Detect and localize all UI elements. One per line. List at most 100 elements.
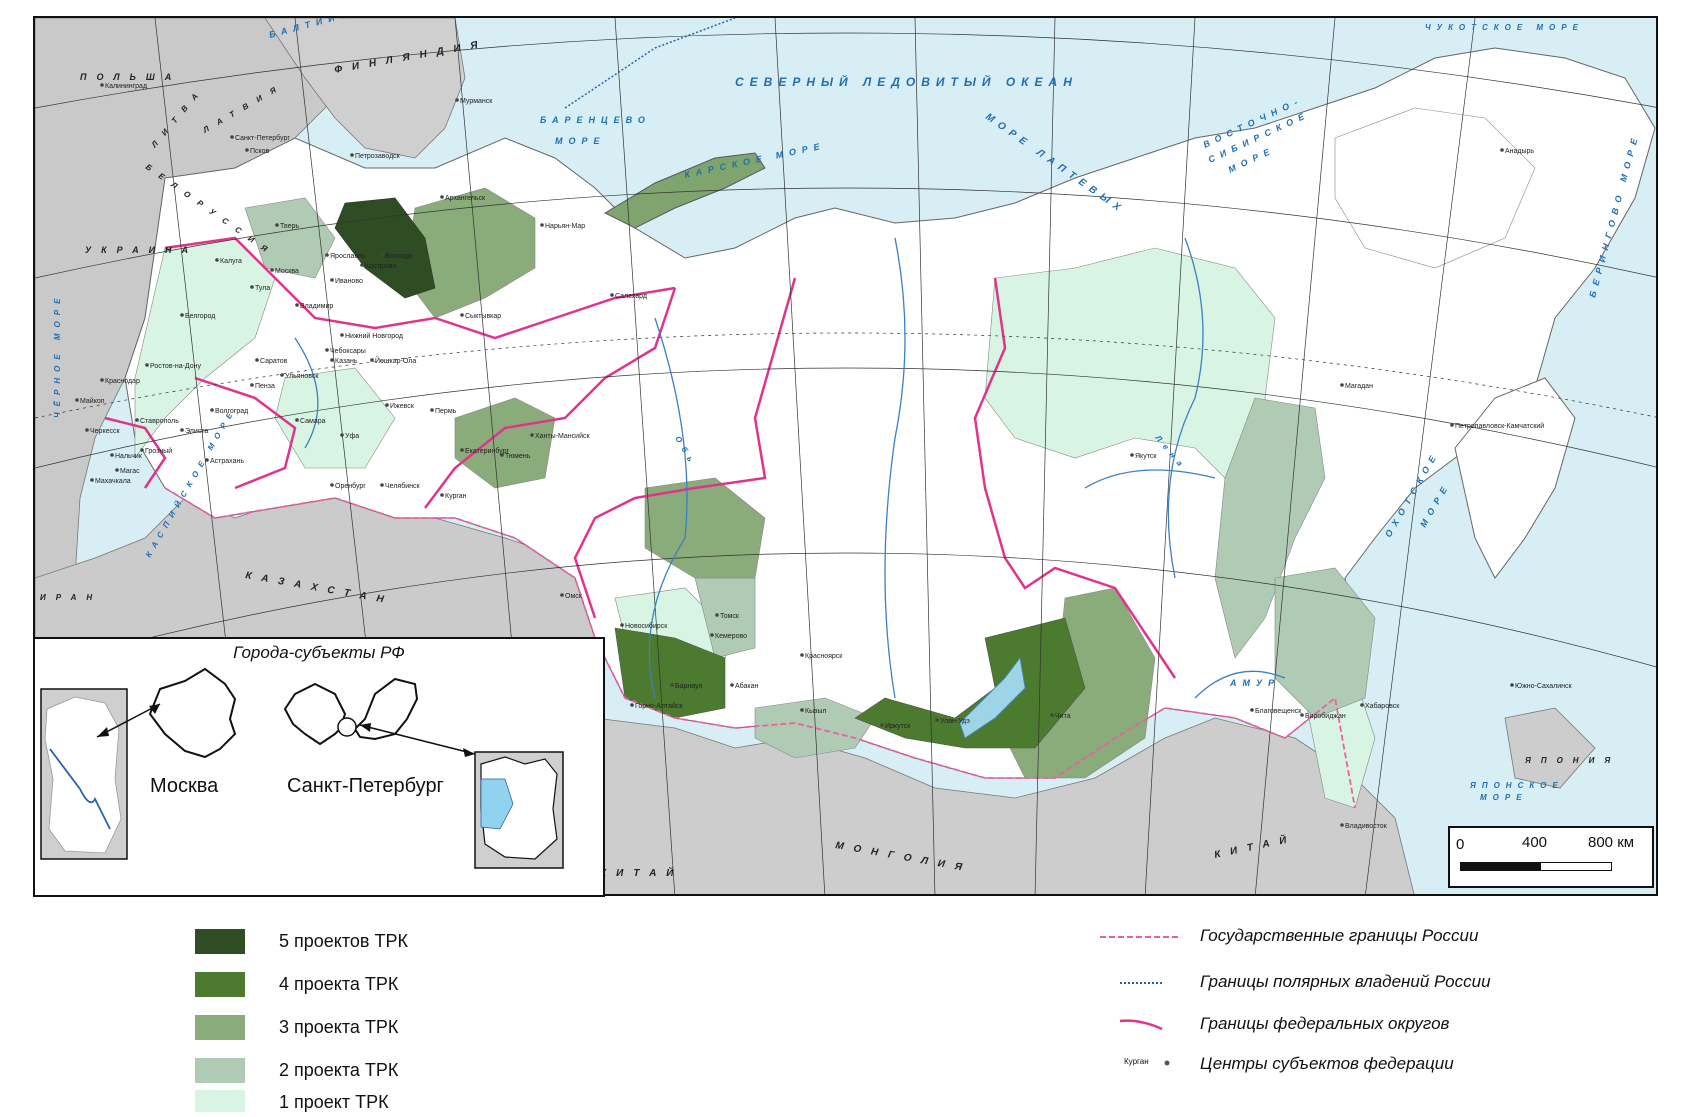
country-label-poland: ПОЛЬША [80,72,181,82]
city-dot [880,723,884,727]
city-label: Челябинск [385,482,420,490]
city-dot [100,83,104,87]
city-dot [110,453,114,457]
city-label: Екатеринбург [465,447,509,455]
region-3-projects-sverdlovsk [454,397,556,489]
federal-district-border-5 [194,376,297,490]
city-dot [205,458,209,462]
rlegend-label-federal: Границы федеральных округов [1200,1014,1450,1033]
city-dot [610,293,614,297]
city-dot [90,478,94,482]
city-dot [245,148,249,152]
city-dot [460,313,464,317]
moscow-arrow-head-left [97,727,109,737]
federal-district-border-6 [104,416,167,489]
city-label: Улан-Удэ [940,718,970,725]
country-label-japan: ЯПОНИЯ [1524,756,1620,765]
city-label: Курган [445,493,467,500]
city-dot [380,483,384,487]
city-dot [670,683,674,687]
rlegend-label-polar: Границы полярных владений России [1200,972,1491,991]
city-label: Иваново [335,278,363,285]
city-label: Омск [565,593,583,600]
city-dot [1340,383,1344,387]
city-label: Псков [250,148,270,155]
city-label: Биробиджан [1305,712,1346,720]
city-dot [460,448,464,452]
region-1-project-volga [274,367,396,469]
city-label: Петропавловск-Камчатский [1455,422,1544,430]
city-dot [530,433,534,437]
city-dot [330,358,334,362]
city-dot [455,98,459,102]
inset-drawing [40,667,564,869]
state-border-symbol [1100,936,1178,938]
city-dot [85,428,89,432]
city-label: Петрозаводск [355,153,401,160]
city-dot [140,448,144,452]
city-dot [620,623,624,627]
sea-label-japan-1: ЯПОНСКОЕ [1469,781,1564,790]
federal-district-border-2 [424,287,677,509]
graticule [35,18,1656,894]
city-dot [800,653,804,657]
moscow-outline [148,667,237,759]
city-dot [270,268,274,272]
city-label: Самара [300,418,326,425]
city-dot [350,153,354,157]
city-dot [280,373,284,377]
city-label: Анадырь [1505,148,1534,155]
city-dot [385,403,389,407]
spb-detail-water [480,778,514,830]
city-label: Махачкала [95,478,131,485]
sea-label-arctic: СЕВЕРНЫЙ ЛЕДОВИТЫЙ ОКЕАН [735,73,1078,89]
city-dot [540,223,544,227]
country-label-china-1: КИТАЙ [600,866,683,879]
city-label: Черкесск [90,428,120,435]
rlegend-label-state: Государственные границы России [1200,926,1479,945]
scale-label-mid: 400 [1522,834,1548,851]
city-label: Москва [275,268,299,275]
region-1-project-chukotka [1334,107,1536,269]
scale-label-end: 800 км [1588,834,1635,851]
sea-label-chukchi: ЧУКОТСКОЕ МОРЕ [1425,23,1584,32]
inset-federal-cities: Города-субъекты РФ Москва Санкт-Петербур… [33,637,605,897]
city-label: Ханты-Мансийск [535,432,590,440]
city-dot [1300,713,1304,717]
city-label: Вологда [385,253,412,260]
city-dot [135,418,139,422]
polar-border-symbol [1120,982,1162,984]
scale-label-zero: 0 [1456,836,1465,853]
city-dot [210,408,214,412]
city-dot [440,493,444,497]
city-label: Чита [1055,713,1071,720]
city-label: Казань [335,358,358,365]
region-3-projects-tomsk [644,477,766,579]
foreign-land-japan [1504,707,1596,789]
city-label: Владивосток [1345,823,1388,830]
city-label: Пермь [435,408,457,415]
legend-label-2: 2 проекта ТРК [279,1060,399,1080]
city-label: Мурманск [460,98,493,105]
city-dot [295,418,299,422]
city-label: Тула [255,285,270,292]
city-dot [630,703,634,707]
scale-bar: 0 400 800 км [1448,826,1654,888]
city-dot [275,223,279,227]
region-5-projects-vologda [334,197,436,299]
moscow-label: Москва [150,775,219,797]
city-dot [145,363,149,367]
city-label: Иркутск [885,723,911,730]
city-label: Краснодар [105,378,140,385]
country-label-iran: ИРАН [40,593,102,602]
polar-border [564,18,736,109]
city-label: Чебоксары [330,347,366,355]
city-dot [380,253,384,257]
rivers [294,237,1286,699]
legend-label-4: 4 проекта ТРК [279,974,399,994]
city-dot [560,593,564,597]
city-dot [250,285,254,289]
federal-district-border-3 [573,277,797,619]
moscow-detail-shape [44,696,122,854]
moscow-arrow-head-right [149,704,160,714]
